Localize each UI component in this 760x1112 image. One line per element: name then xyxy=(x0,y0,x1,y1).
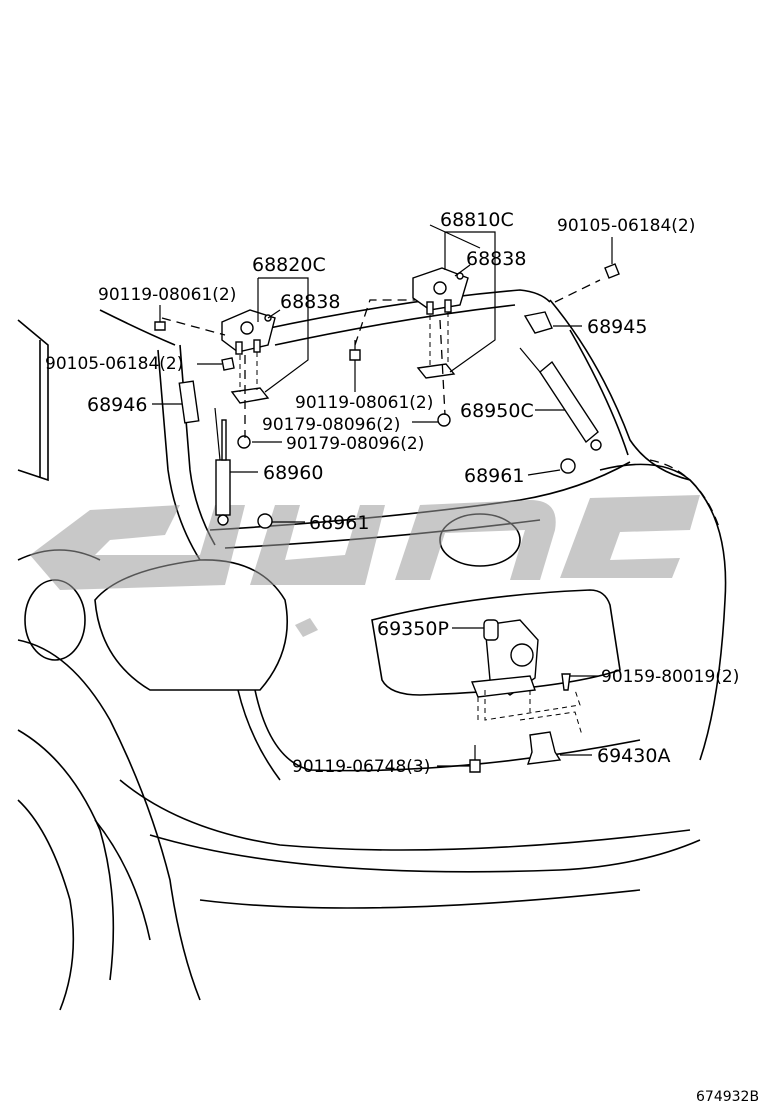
lock-assembly-69350P xyxy=(471,619,539,720)
label-68961-right: 68961 xyxy=(464,465,524,487)
label-68820C: 68820C xyxy=(252,254,326,276)
label-68960: 68960 xyxy=(263,462,323,484)
label-68946: 68946 xyxy=(87,394,147,416)
label-90105-06184-left: 90105-06184(2) xyxy=(45,354,183,374)
label-90159-80019: 90159-80019(2) xyxy=(601,667,739,687)
label-90119-06748: 90119-06748(3) xyxy=(292,757,430,777)
hinge-left-68820C xyxy=(221,309,276,404)
fasteners xyxy=(154,263,620,773)
leader-lines xyxy=(152,224,613,767)
label-69430A: 69430A xyxy=(597,745,670,767)
watermark-logo xyxy=(30,495,700,637)
label-68945: 68945 xyxy=(587,316,647,338)
assembly-guide-lines xyxy=(161,279,601,721)
label-90105-06184-top: 90105-06184(2) xyxy=(557,216,695,236)
hinge-right-68810C xyxy=(412,267,469,379)
label-90179-08096-b: 90179-08096(2) xyxy=(286,434,424,454)
label-90119-08061-mid: 90119-08061(2) xyxy=(295,393,433,413)
damper-left-68960 xyxy=(178,380,273,529)
label-68838-left: 68838 xyxy=(280,291,340,313)
label-90179-08096-a: 90179-08096(2) xyxy=(262,415,400,435)
damper-right-68950C xyxy=(519,311,602,474)
part-labels: 68810C 90105-06184(2) 68838 68820C 90119… xyxy=(45,209,759,1105)
label-68810C: 68810C xyxy=(440,209,514,231)
label-68838-right: 68838 xyxy=(466,248,526,270)
label-90119-08061-left: 90119-08061(2) xyxy=(98,285,236,305)
label-68950C: 68950C xyxy=(460,400,534,422)
label-69350P: 69350P xyxy=(377,618,449,640)
striker-69430A xyxy=(519,711,583,765)
label-68961-left: 68961 xyxy=(309,512,369,534)
figure-reference: 674932B xyxy=(696,1089,759,1105)
